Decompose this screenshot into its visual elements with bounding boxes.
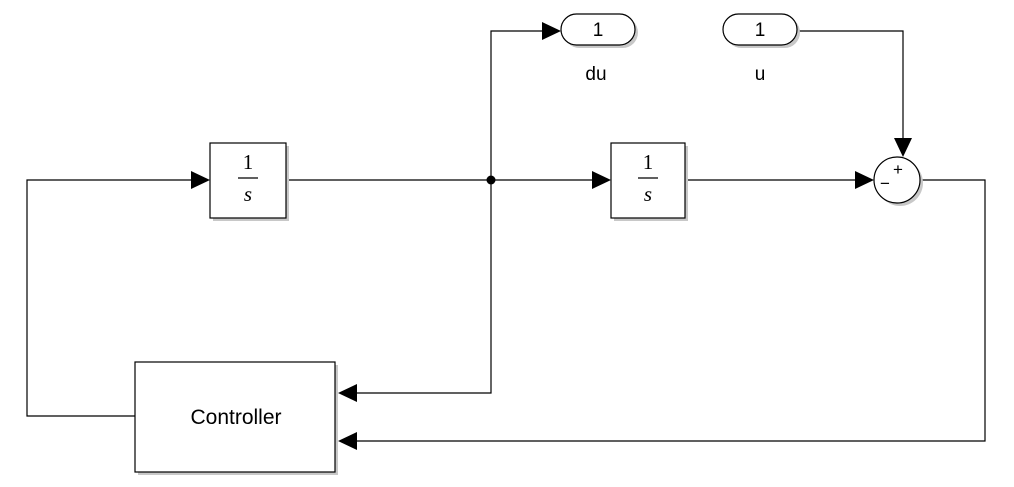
arrowhead-controller-input-1 xyxy=(338,384,357,402)
integrator-2-numerator: 1 xyxy=(643,150,654,174)
u-inport-name: u xyxy=(755,64,766,85)
arrowhead-sum-plus-input xyxy=(894,138,912,157)
wire-sum-to-controller-input-2[interactable] xyxy=(353,179,986,442)
du-outport-block[interactable]: 1 xyxy=(560,13,638,48)
u-inport-block[interactable]: 1 xyxy=(722,13,800,48)
wire-u-inport-to-sum[interactable] xyxy=(797,30,904,144)
branch-point xyxy=(486,175,496,185)
arrowhead-controller-input-2 xyxy=(338,432,357,450)
integrator-block-1[interactable]: 1 s xyxy=(209,142,289,221)
integrator-1-denominator: s xyxy=(244,182,252,206)
sum-block[interactable]: + − xyxy=(873,156,923,206)
arrowhead-integrator-2-input xyxy=(592,171,611,189)
sum-plus-sign: + xyxy=(893,160,903,179)
du-outport-number: 1 xyxy=(593,20,604,41)
wire-branch-to-controller-input-1[interactable] xyxy=(353,180,492,394)
wire-branch-to-du-outport[interactable] xyxy=(490,30,547,180)
arrowhead-sum-minus-input xyxy=(855,171,874,189)
wire-controller-to-integrator-1[interactable] xyxy=(26,179,196,417)
arrowhead-du-outport-input xyxy=(542,22,561,40)
integrator-2-denominator: s xyxy=(644,182,652,206)
u-inport-number: 1 xyxy=(755,20,766,41)
integrator-block-2[interactable]: 1 s xyxy=(610,142,688,221)
integrator-1-numerator: 1 xyxy=(243,150,254,174)
sum-minus-sign: − xyxy=(880,174,890,193)
controller-label: Controller xyxy=(190,406,281,429)
controller-block[interactable]: Controller xyxy=(134,361,338,475)
arrowheads xyxy=(191,22,912,450)
du-outport-name: du xyxy=(585,64,606,85)
signal-wires xyxy=(26,30,986,442)
arrowhead-integrator-1-input xyxy=(191,171,210,189)
